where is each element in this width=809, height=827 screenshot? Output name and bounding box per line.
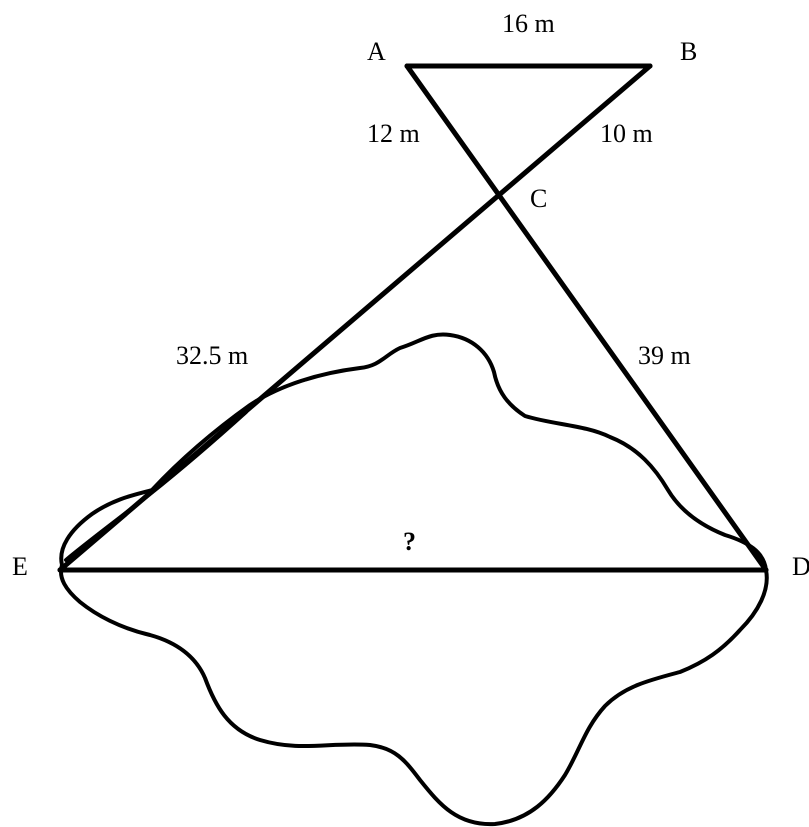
length-label-CD: 39 m xyxy=(638,341,691,370)
lake-outline xyxy=(59,332,769,827)
length-label-CE: 32.5 m xyxy=(176,341,248,370)
segment-BE xyxy=(57,63,653,573)
point-label-E: E xyxy=(12,552,28,581)
segment-AD xyxy=(404,63,769,573)
length-label-AC: 12 m xyxy=(367,119,420,148)
point-label-B: B xyxy=(680,37,697,66)
point-label-D: D xyxy=(792,552,809,581)
point-label-C: C xyxy=(530,184,547,213)
length-label-AB: 16 m xyxy=(502,9,555,38)
unknown-length-ED: ? xyxy=(403,527,416,556)
length-label-BC: 10 m xyxy=(600,119,653,148)
point-label-A: A xyxy=(367,37,386,66)
